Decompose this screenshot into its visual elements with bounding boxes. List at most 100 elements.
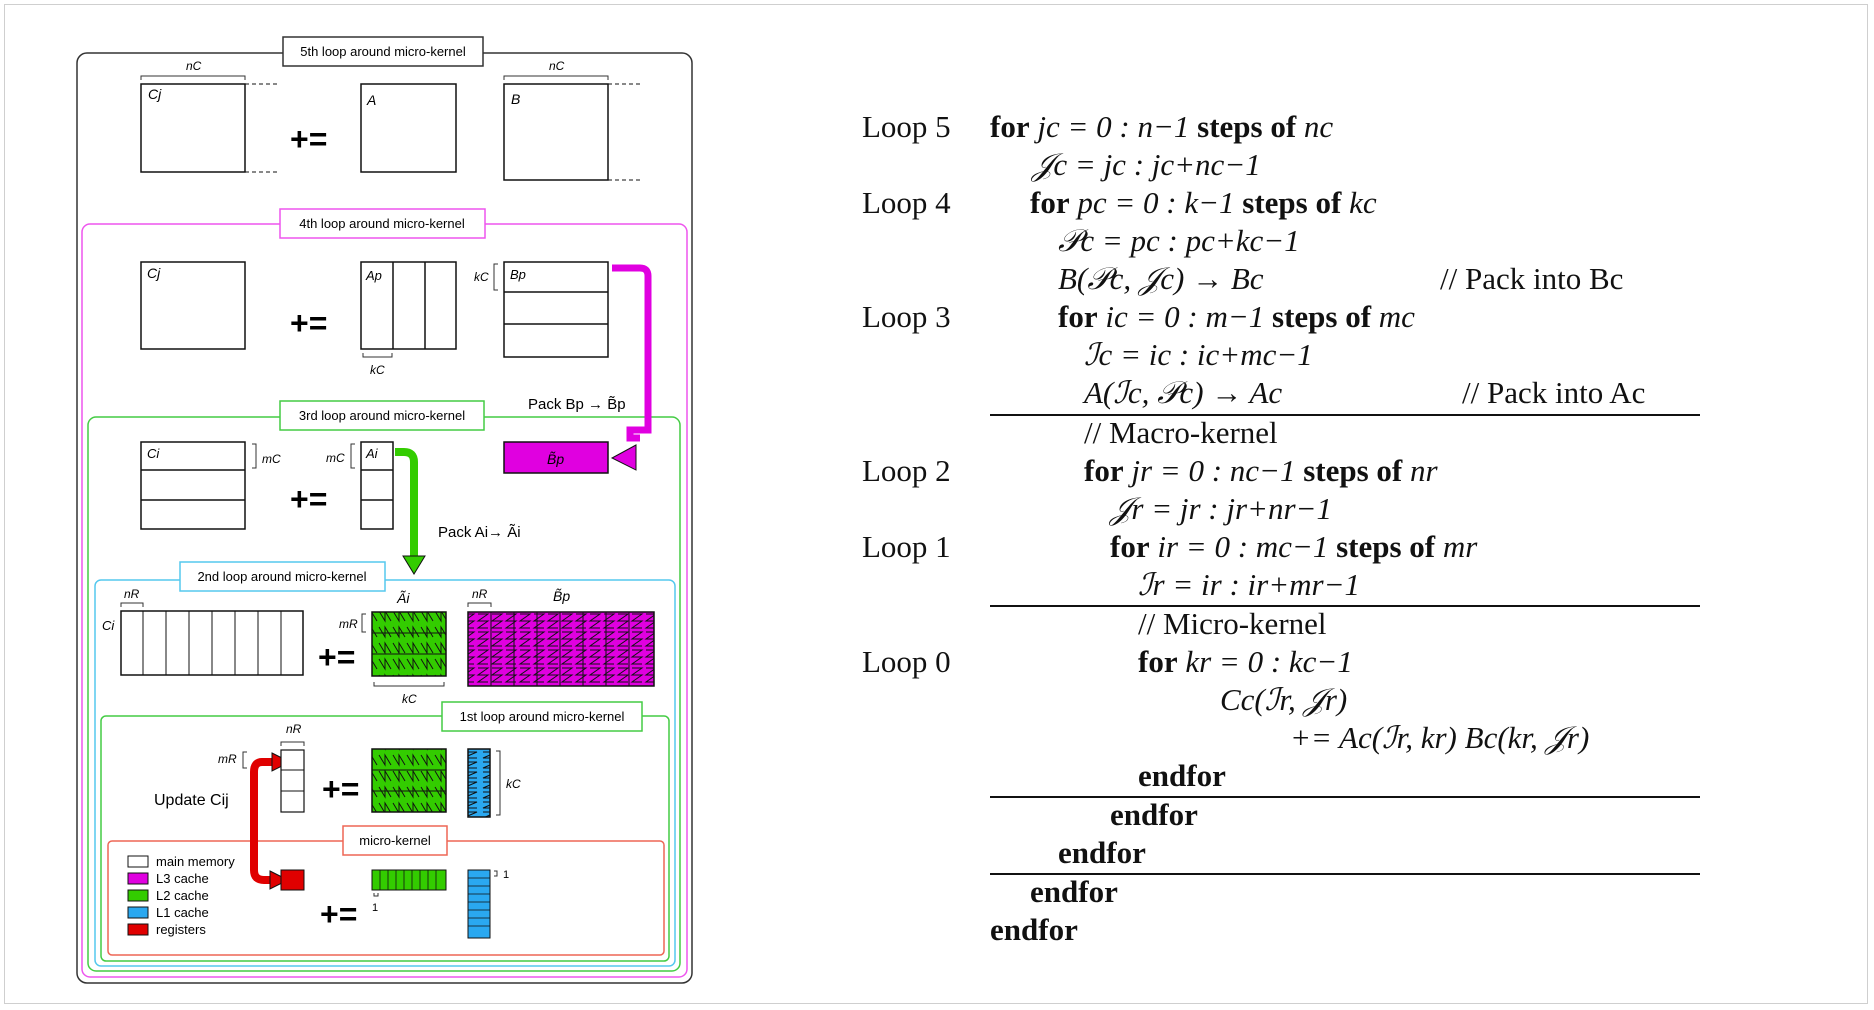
- l1-step: mr: [1442, 529, 1478, 564]
- a-micro-column: [371, 869, 447, 891]
- ai-tilde-label: Ãi: [396, 590, 410, 606]
- one-label-b: 1: [503, 869, 509, 881]
- b-micro-row: [467, 869, 491, 939]
- loop3-label: Loop 3: [862, 299, 951, 334]
- l1-range: ir = 0 : mc−1: [1157, 529, 1329, 564]
- loop2-label: Loop 2: [862, 453, 951, 488]
- for-kw-4: for: [1030, 185, 1070, 220]
- ai-label: Ai: [365, 446, 379, 461]
- mc-label-ai: mC: [326, 451, 345, 465]
- kc-label-ap: kC: [370, 363, 385, 377]
- l4-pack: B(𝒫c, 𝒥c) → Bc: [1058, 261, 1264, 296]
- legend-l3: L3 cache: [156, 871, 209, 886]
- legend: main memory L3 cache L2 cache L1 cache r…: [127, 854, 235, 937]
- ci-label-2: Ci: [102, 618, 115, 633]
- nc-label-b: nC: [549, 59, 565, 73]
- ai-tilde-l2: [371, 611, 447, 677]
- matrix-cj: [140, 83, 246, 173]
- for-kw-2: for: [1084, 453, 1124, 488]
- for-kw-1: for: [1110, 529, 1150, 564]
- plus-equals-0: +=: [320, 896, 357, 932]
- endfor-0: endfor: [1138, 758, 1226, 793]
- b-label: B: [511, 91, 520, 107]
- c-micro-tile: [280, 749, 305, 813]
- l2-step: nr: [1409, 453, 1438, 488]
- divider-macro: [990, 414, 1700, 416]
- l4-set: 𝒫c = pc : pc+kc−1: [1058, 223, 1300, 258]
- loop0-label: Loop 0: [862, 644, 951, 679]
- ai-tilde-l1: [371, 748, 447, 813]
- pack-b-text: Pack Bp → B̃p: [528, 396, 626, 413]
- matrix-bp: [503, 261, 609, 358]
- l5-set: 𝒥c = jc : jc+nc−1: [1032, 147, 1261, 182]
- endfor-2: endfor: [1058, 835, 1146, 870]
- mr-label-c: mR: [218, 752, 237, 766]
- macro-comment: // Macro-kernel: [1084, 415, 1278, 450]
- cj-label: Cj: [148, 86, 162, 102]
- steps-kw-5: steps of: [1197, 109, 1297, 144]
- loop2-title: 2nd loop around micro-kernel: [197, 569, 366, 584]
- l4-comment: // Pack into Bc: [1440, 261, 1624, 296]
- nc-label: nC: [186, 59, 202, 73]
- b-micro-panel: [467, 748, 491, 818]
- endfor-4: endfor: [990, 912, 1078, 947]
- plus-equals-4: +=: [290, 305, 327, 341]
- endfor-1: endfor: [1110, 797, 1198, 832]
- l3-step: mc: [1378, 299, 1415, 334]
- loop4-label: Loop 4: [862, 185, 951, 220]
- steps-kw-1: steps of: [1336, 529, 1436, 564]
- kc-label-a2: kC: [402, 692, 417, 706]
- plus-equals-5: +=: [290, 121, 327, 157]
- plus-equals-3: +=: [290, 481, 327, 517]
- nr-label-cr: nR: [286, 722, 302, 736]
- endfor-3: endfor: [1030, 874, 1118, 909]
- algorithm-listing: Loop 5 for jc = 0 : n−1 steps of nc 𝒥c =…: [862, 108, 1712, 968]
- l3-comment: // Pack into Ac: [1462, 375, 1646, 410]
- pack-b-arrow: [612, 264, 652, 442]
- l0-update2: += Ac(ℐr, kr) Bc(kr, 𝒥r): [1290, 720, 1590, 755]
- micro-comment: // Micro-kernel: [1138, 606, 1327, 641]
- loop1-frame: [100, 715, 670, 962]
- l5-range: jc = 0 : n−1: [1037, 109, 1190, 144]
- l2-range: jr = 0 : nc−1: [1131, 453, 1296, 488]
- steps-kw-2: steps of: [1303, 453, 1403, 488]
- loop4-title: 4th loop around micro-kernel: [299, 216, 465, 231]
- bp-tilde-packed: [467, 611, 655, 687]
- nr-label-c: nR: [124, 587, 140, 601]
- divider-endfor-1: [990, 796, 1700, 798]
- for-kw-0: for: [1138, 644, 1178, 679]
- loop5-label: Loop 5: [862, 109, 951, 144]
- steps-kw-3: steps of: [1272, 299, 1372, 334]
- l5-step: nc: [1303, 109, 1334, 144]
- l4-step: kc: [1349, 185, 1377, 220]
- for-kw-3: for: [1058, 299, 1098, 334]
- legend-registers: registers: [156, 922, 206, 937]
- matrix-cj-4: [140, 261, 246, 350]
- loop1-label: Loop 1: [862, 529, 951, 564]
- cj-label-4: Cj: [147, 265, 161, 281]
- kc-label-bp: kC: [474, 270, 489, 284]
- loop3-title: 3rd loop around micro-kernel: [299, 408, 465, 423]
- matrix-a: [360, 83, 457, 173]
- pack-a-arrow: [395, 448, 418, 558]
- l2-set: 𝒥r = jr : jr+nr−1: [1110, 491, 1332, 526]
- nr-label-b: nR: [472, 587, 488, 601]
- mr-label-a: mR: [339, 617, 358, 631]
- one-label-a: 1: [372, 902, 378, 914]
- register-tile: [280, 869, 305, 891]
- steps-kw-4: steps of: [1242, 185, 1342, 220]
- l0-update1: Cc(ℐr, 𝒥r): [1220, 682, 1348, 717]
- bp-tilde-label-2: B̃p: [553, 588, 570, 604]
- l1-set: ℐr = ir : ir+mr−1: [1138, 567, 1361, 602]
- pack-a-text: Pack Ai→ Ãi: [438, 524, 521, 541]
- plus-equals-2: +=: [318, 639, 355, 675]
- bp-tilde-l3: [503, 441, 609, 474]
- bp-label: Bp: [510, 267, 526, 282]
- plus-equals-1: +=: [322, 771, 359, 807]
- legend-l1: L1 cache: [156, 905, 209, 920]
- ap-label: Ap: [365, 268, 382, 283]
- l4-range: pc = 0 : k−1: [1077, 185, 1235, 220]
- divider-micro: [990, 605, 1700, 607]
- l3-set: ℐc = ic : ic+mc−1: [1084, 337, 1313, 372]
- figure-frame: [4, 4, 1868, 1004]
